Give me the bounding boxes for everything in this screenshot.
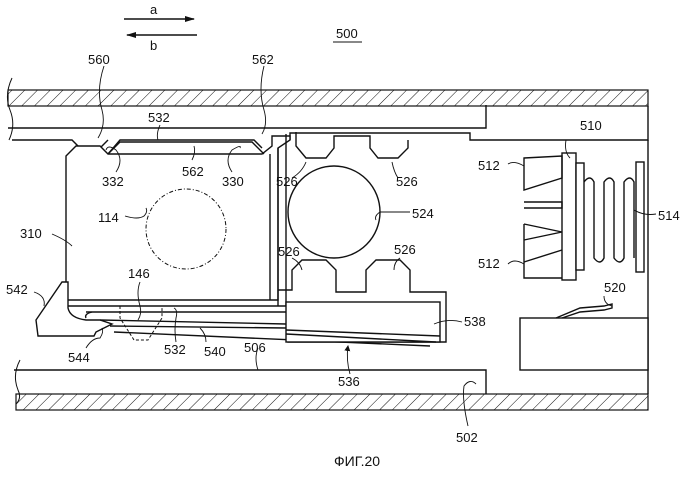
spring-514 bbox=[584, 178, 634, 262]
label-114: 114 bbox=[98, 210, 119, 225]
figure-caption: ФИГ.20 bbox=[334, 453, 380, 469]
label-526-top-right: 526 bbox=[396, 174, 418, 189]
label-538: 538 bbox=[464, 314, 486, 329]
label-536: 536 bbox=[338, 374, 360, 389]
label-310: 310 bbox=[20, 226, 42, 241]
label-520: 520 bbox=[604, 280, 626, 295]
label-532-bottom: 532 bbox=[164, 342, 186, 357]
arrow-b-label: b bbox=[150, 38, 157, 53]
right-mechanism bbox=[520, 140, 648, 394]
label-532-top: 532 bbox=[148, 110, 170, 125]
label-560: 560 bbox=[88, 52, 110, 67]
label-512-bottom: 512 bbox=[478, 256, 500, 271]
label-146: 146 bbox=[128, 266, 150, 281]
label-526-bottom-left: 526 bbox=[278, 244, 300, 259]
top-rail bbox=[8, 105, 648, 148]
top-wall bbox=[7, 78, 648, 140]
holder-536 bbox=[278, 132, 446, 342]
label-526-top-left: 526 bbox=[276, 174, 298, 189]
label-510: 510 bbox=[580, 118, 602, 133]
arrow-a-label: a bbox=[150, 2, 158, 17]
label-526-bottom-right: 526 bbox=[394, 242, 416, 257]
label-514: 514 bbox=[658, 208, 680, 223]
label-330: 330 bbox=[222, 174, 244, 189]
cartridge-310 bbox=[66, 134, 290, 340]
assembly-label: 500 bbox=[336, 26, 358, 41]
label-524: 524 bbox=[412, 206, 434, 221]
label-506: 506 bbox=[244, 340, 266, 355]
label-544: 544 bbox=[68, 350, 90, 365]
direction-arrows: a b bbox=[124, 2, 197, 53]
label-562-mid: 562 bbox=[182, 164, 204, 179]
label-540: 540 bbox=[204, 344, 226, 359]
label-502: 502 bbox=[456, 430, 478, 445]
label-332: 332 bbox=[102, 174, 124, 189]
label-542: 542 bbox=[6, 282, 28, 297]
bottom-wall bbox=[16, 394, 648, 410]
label-562-top: 562 bbox=[252, 52, 274, 67]
label-512-top: 512 bbox=[478, 158, 500, 173]
